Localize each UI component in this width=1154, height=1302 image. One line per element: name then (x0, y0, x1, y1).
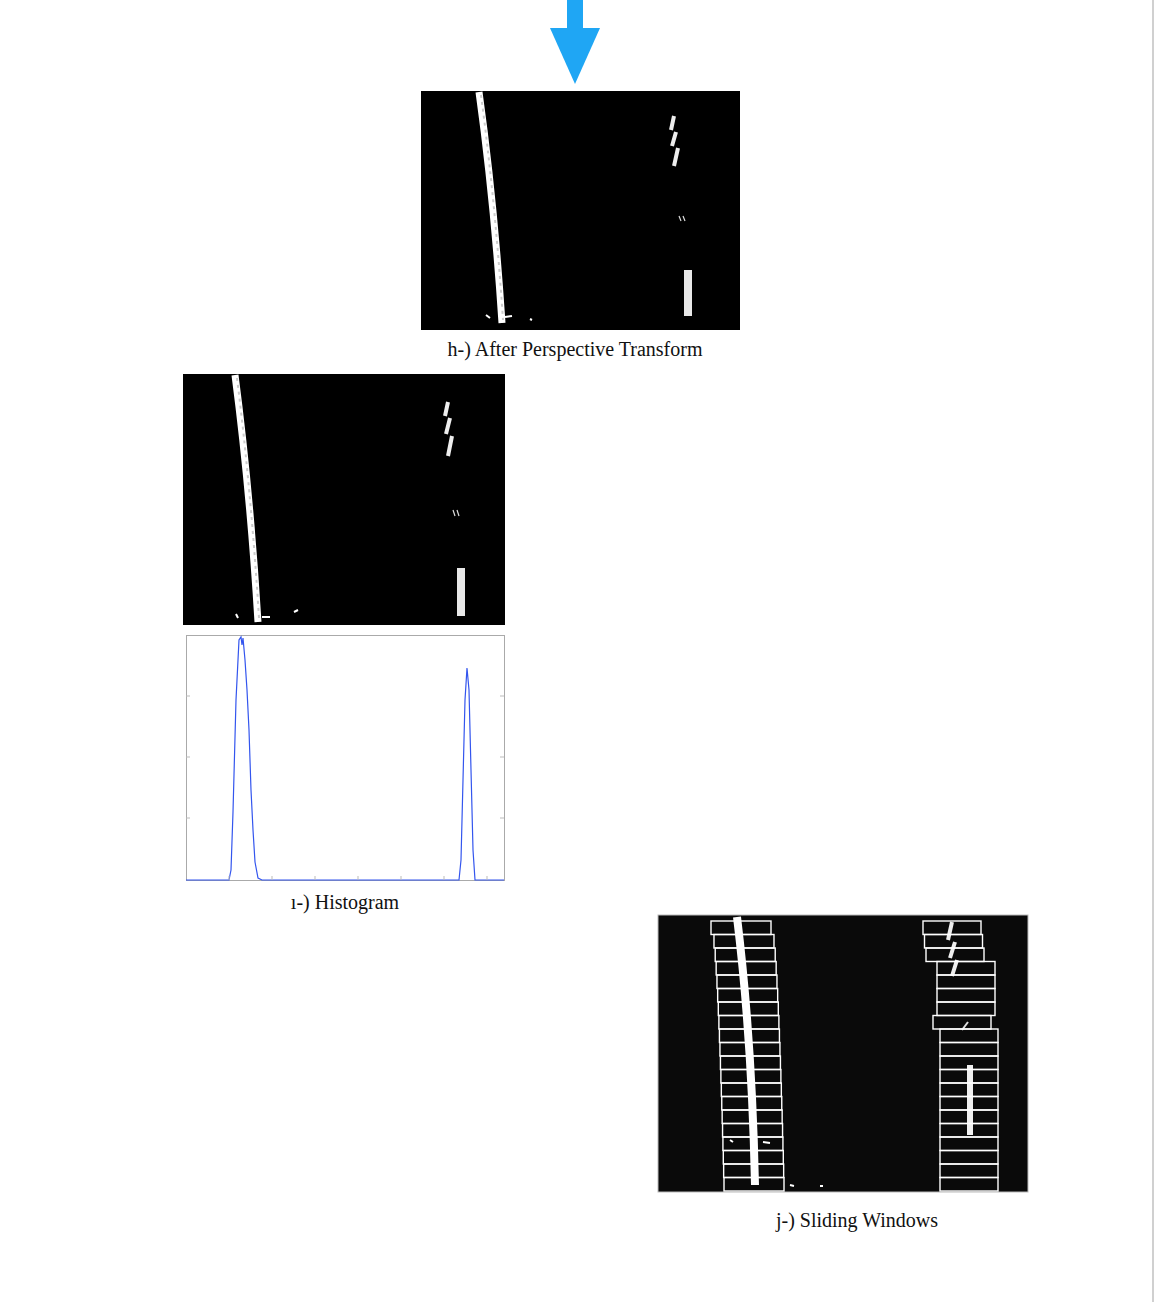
search-window (724, 1164, 784, 1178)
search-window (940, 1151, 998, 1165)
caption-text: ı-) Histogram (291, 891, 399, 913)
flow-arrow (550, 0, 600, 84)
search-window (722, 1110, 782, 1124)
search-window (720, 1056, 780, 1070)
search-window (722, 1097, 782, 1111)
search-window (719, 1029, 779, 1043)
warped-lane-image (421, 91, 740, 330)
search-window (721, 1070, 781, 1084)
caption-text: h-) After Perspective Transform (448, 338, 703, 360)
search-window (940, 1056, 998, 1070)
search-window (940, 1070, 998, 1084)
search-window (721, 1083, 781, 1097)
search-window (723, 1151, 783, 1165)
search-window (711, 921, 771, 935)
search-window (926, 948, 984, 962)
search-window (923, 921, 981, 935)
search-window (715, 948, 775, 962)
search-window (937, 975, 995, 989)
histogram-chart (186, 636, 505, 881)
sliding-window-image (658, 915, 1028, 1192)
search-window (723, 1124, 783, 1138)
figure-caption: j-) Sliding Windows (776, 1209, 938, 1232)
figure-caption: ı-) Histogram (291, 891, 399, 914)
search-window (714, 935, 774, 949)
search-window (720, 1043, 780, 1057)
search-window (940, 1043, 998, 1057)
search-window (925, 935, 983, 949)
search-window (940, 1110, 998, 1124)
search-window (940, 1164, 998, 1178)
search-window (940, 1178, 998, 1192)
search-window (937, 1002, 995, 1016)
search-window (719, 1016, 779, 1030)
search-window (723, 1137, 783, 1151)
search-window (718, 989, 778, 1003)
search-window (937, 962, 995, 976)
search-window (716, 962, 776, 976)
search-window (717, 975, 777, 989)
search-window (937, 989, 995, 1003)
caption-text: j-) Sliding Windows (776, 1209, 938, 1231)
figure-caption: h-) After Perspective Transform (448, 338, 703, 361)
search-window (940, 1137, 998, 1151)
search-window (940, 1097, 998, 1111)
search-window (940, 1083, 998, 1097)
search-window (933, 1016, 991, 1030)
search-window (718, 1002, 778, 1016)
page-border (1152, 0, 1154, 1302)
search-window (724, 1178, 784, 1192)
warped-lane-image (183, 374, 505, 625)
search-window (940, 1124, 998, 1138)
search-window (940, 1029, 998, 1043)
